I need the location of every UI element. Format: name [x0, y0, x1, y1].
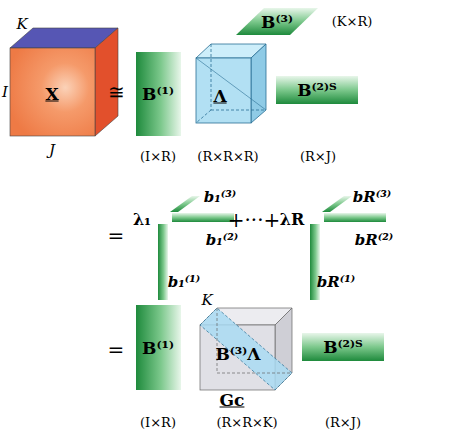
tensor-cube: X — [10, 48, 95, 136]
node-label: B⁽¹⁾ — [142, 86, 174, 103]
vector: b₁⁽¹⁾ — [158, 224, 168, 300]
symbol-label: +···+ — [228, 210, 281, 230]
rank-one-term — [310, 196, 386, 300]
factor-matrix — [236, 8, 318, 35]
factor-matrix: B⁽²⁾ᵀ — [276, 76, 358, 104]
node-label: B⁽¹⁾ — [142, 340, 174, 357]
vector: b₁⁽²⁾ — [172, 213, 234, 222]
factor-matrix — [302, 333, 384, 361]
node-label: Λ — [213, 88, 226, 105]
core-cube — [200, 308, 292, 390]
node-label: X — [45, 86, 58, 103]
dimension-label: (K×R) — [332, 15, 373, 28]
symbol-label: λ₁ — [133, 212, 151, 228]
node-label: bR⁽¹⁾ — [317, 275, 355, 290]
node-label: Gc — [220, 392, 245, 409]
symbol-label: K — [201, 293, 212, 308]
factor-matrix — [136, 305, 181, 390]
symbol-label: K — [16, 17, 27, 32]
vector: bR⁽³⁾ — [322, 196, 352, 212]
dimension-label: (I×R) — [140, 416, 176, 429]
node-label: B⁽²⁾ᵀ — [297, 82, 337, 99]
node-label: B⁽³⁾Λ — [215, 346, 260, 363]
factor-matrix: B⁽²⁾ᵀ — [302, 333, 384, 361]
dimension-label: (R×J) — [300, 150, 336, 163]
node-label: B⁽²⁾ᵀ — [323, 339, 363, 356]
vector: bR⁽²⁾ — [324, 213, 386, 222]
factor-matrix — [276, 76, 358, 104]
symbol-label: λR — [280, 212, 305, 228]
core-cube: Λ — [196, 58, 251, 123]
factor-matrix: B⁽³⁾ — [236, 8, 318, 35]
dimension-label: (R×R×R) — [197, 150, 258, 163]
node-label: b₁⁽²⁾ — [206, 233, 239, 248]
core-cube: B⁽³⁾ΛGc — [200, 308, 292, 390]
factor-matrix: B⁽¹⁾ — [136, 52, 181, 136]
factor-matrix — [136, 52, 181, 136]
tensor-cube — [10, 28, 118, 136]
dimension-label: (I×R) — [140, 150, 176, 163]
factor-matrix: B⁽¹⁾ — [136, 305, 181, 390]
symbol-label: ≅ — [108, 82, 125, 102]
vector: bR⁽¹⁾ — [310, 224, 320, 300]
node-label: bR⁽²⁾ — [355, 233, 393, 248]
node-label: b₁⁽¹⁾ — [168, 275, 201, 290]
node-label: b₁⁽³⁾ — [204, 190, 237, 205]
symbol-label: I — [2, 85, 8, 100]
vector: b₁⁽³⁾ — [170, 196, 200, 212]
rank-one-term — [158, 196, 234, 300]
symbol-label: = — [108, 226, 125, 246]
symbol-label: J — [49, 143, 55, 158]
core-cube — [196, 44, 266, 123]
symbol-label: = — [108, 340, 125, 360]
dimension-label: (R×J) — [325, 416, 361, 429]
dimension-label: (R×R×K) — [216, 416, 277, 429]
node-label: bR⁽³⁾ — [353, 190, 391, 205]
node-label: B⁽³⁾ — [261, 14, 293, 31]
